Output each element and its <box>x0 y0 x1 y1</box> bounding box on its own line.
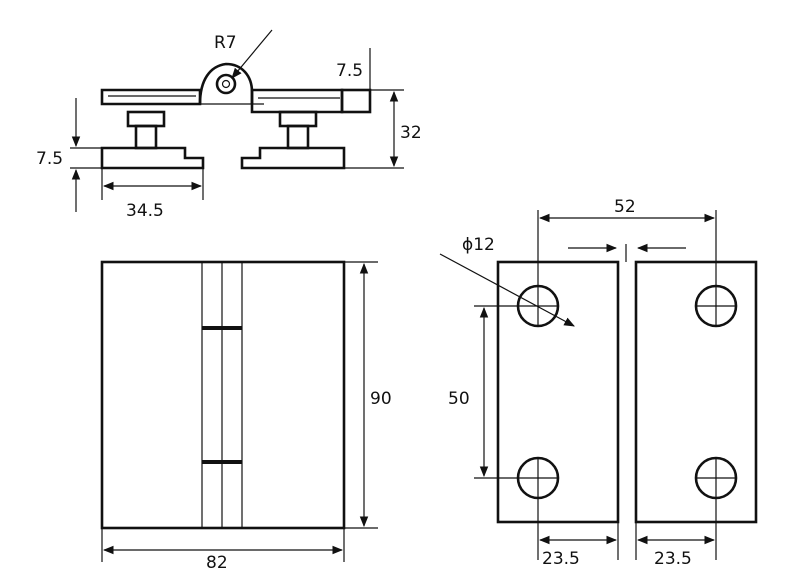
right-bolt-head <box>278 110 318 128</box>
left-leaf-top-plate <box>100 88 202 106</box>
v-spacing-label: 50 <box>448 389 470 409</box>
left-bolt-head <box>126 110 166 128</box>
top-view: R7 7.5 32 7.5 34.5 <box>36 29 422 221</box>
left-glass-plate <box>496 260 620 524</box>
right-leaf-top-plate <box>250 88 344 114</box>
radius-label: R7 <box>214 33 237 53</box>
hole-bottom-right <box>694 456 738 500</box>
radius-leader <box>231 29 273 79</box>
left-bolt-shank <box>134 124 158 150</box>
leaf-depth-label: 34.5 <box>126 201 164 221</box>
h-spacing-label: 52 <box>614 197 636 217</box>
side-thickness-label: 7.5 <box>336 61 363 81</box>
hole-top-right <box>694 284 738 328</box>
knuckle-pin <box>215 73 237 95</box>
right-clamp-plate <box>240 146 346 170</box>
height-label: 32 <box>400 123 422 143</box>
edge-offset-left-label: 23.5 <box>542 549 580 569</box>
front-view: 90 82 <box>100 260 392 573</box>
knuckle-outline <box>198 62 254 105</box>
diameter-leader <box>439 253 575 327</box>
knuckle-pin-center <box>221 79 231 89</box>
right-bolt-shank <box>286 124 310 150</box>
left-thickness-label: 7.5 <box>36 149 63 169</box>
left-clamp-plate <box>100 146 205 170</box>
edge-offset-right-label: 23.5 <box>654 549 692 569</box>
front-width-label: 82 <box>206 553 228 573</box>
right-leaf-end <box>340 88 372 114</box>
right-glass-plate <box>634 260 758 524</box>
front-height-label: 90 <box>370 389 392 409</box>
hole-diameter-label: ϕ12 <box>462 235 495 255</box>
hole-layout-view: ϕ12 52 50 23.5 23.5 <box>439 197 758 569</box>
front-outline <box>100 260 346 530</box>
hole-bottom-left <box>516 456 560 500</box>
